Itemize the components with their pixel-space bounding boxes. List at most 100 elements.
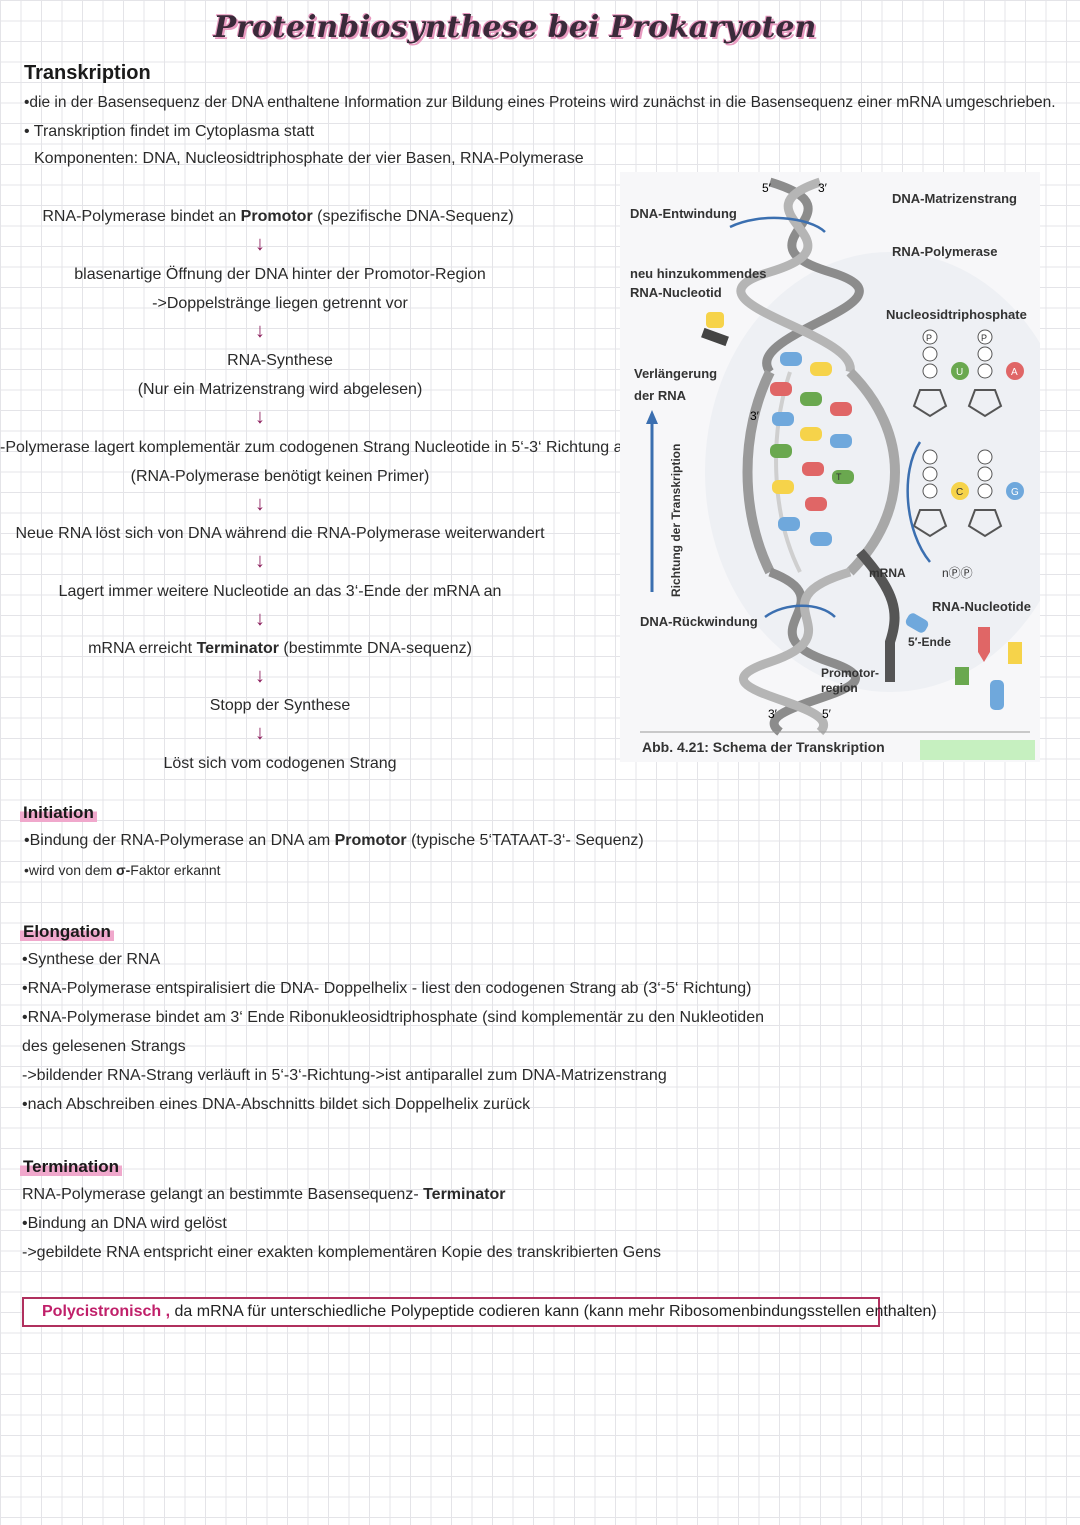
label-neu-1: neu hinzukommendes — [630, 266, 767, 281]
flow-arrow-4: ↓ — [255, 493, 265, 515]
flow-step-3b: (Nur ein Matrizenstrang wird abgelesen) — [137, 381, 423, 398]
base-a-4 — [805, 497, 827, 511]
letter-u: U — [956, 367, 963, 378]
label-verlaengerung-2: der RNA — [634, 388, 687, 403]
elongation-line-3: •RNA-Polymerase bindet am 3‘ Ende Ribonu… — [22, 1009, 764, 1026]
label-matrizenstrang: DNA-Matrizenstrang — [892, 191, 1017, 206]
termination-line-3: ->gebildete RNA entspricht einer exakten… — [22, 1244, 662, 1261]
label-5-top: 5′ — [762, 181, 772, 195]
elongation-line-1: •Synthese der RNA — [22, 951, 161, 968]
dna-codogen-strand — [742, 369, 775, 575]
base-c-2 — [800, 427, 822, 441]
dna-strand-top-2 — [736, 177, 855, 374]
flow-step-5: Neue RNA löst sich von DNA während die R… — [15, 525, 545, 542]
flow-arrow-5: ↓ — [255, 550, 265, 572]
base-g-ntp — [1006, 482, 1024, 500]
label-promotor-1: Promotor- — [821, 666, 879, 680]
unwinding-arrow — [729, 216, 826, 233]
transkription-line-1: •die in der Basensequenz der DNA enthalt… — [24, 94, 1056, 111]
sugar-2 — [967, 389, 1003, 418]
base-u-2 — [770, 444, 792, 458]
label-5-ende: 5′-Ende — [908, 635, 951, 649]
flow-arrow-7: ↓ — [255, 665, 265, 687]
nucleoside-triphosphates — [912, 329, 1024, 538]
label-npp: nⓅⓅ — [942, 566, 973, 580]
base-u-ntp — [951, 362, 969, 380]
label-3-bottom: 3′ — [768, 707, 778, 721]
flow-arrow-8: ↓ — [255, 722, 265, 744]
initiation-line-2: •wird von dem σ-Faktor erkannt — [24, 862, 221, 878]
elongation-line-6: •nach Abschreiben eines DNA-Abschnitts b… — [22, 1096, 531, 1113]
base-a-1 — [770, 382, 792, 396]
polycistronisch-note: Polycistronisch , da mRNA für unterschie… — [22, 1297, 937, 1327]
base-c-3 — [772, 480, 794, 494]
sugar-4 — [967, 509, 1003, 538]
flow-step-2a: blasenartige Öffnung der DNA hinter der … — [74, 266, 486, 283]
base-u-1 — [800, 392, 822, 406]
base-g-2 — [772, 412, 794, 426]
new-nucleotide-base — [701, 327, 729, 347]
phosphate-4a — [977, 449, 993, 465]
elongation-heading: Elongation — [20, 922, 114, 942]
phosphate-2a — [977, 329, 993, 345]
termination-line-1: RNA-Polymerase gelangt an bestimmte Base… — [22, 1186, 506, 1203]
flow-arrow-2: ↓ — [255, 320, 265, 342]
transkription-line-3: Komponenten: DNA, Nucleosidtriphosphate … — [34, 150, 584, 167]
base-c-1 — [810, 362, 832, 376]
transcription-diagram: 5′ 3′ DNA-Entwindung DNA-Matrizenstrang … — [620, 172, 1075, 762]
label-entwindung: DNA-Entwindung — [630, 206, 737, 221]
rewinding-arrow — [764, 604, 836, 619]
label-mrna: mRNA — [869, 566, 906, 580]
base-g-4 — [778, 517, 800, 531]
label-neu-2: RNA-Nucleotid — [630, 285, 722, 300]
label-3-top: 3′ — [818, 181, 828, 195]
rna-nucleotide-g — [905, 613, 929, 633]
initiation-line-1: •Bindung der RNA-Polymerase an DNA am Pr… — [24, 832, 644, 849]
letter-a: A — [1011, 367, 1018, 378]
phosphate-3c — [922, 483, 938, 499]
sugar-3 — [912, 509, 948, 538]
elongation-line-2: •RNA-Polymerase entspiralisiert die DNA-… — [22, 980, 752, 997]
phosphate-3a — [922, 449, 938, 465]
base-g-3 — [830, 434, 852, 448]
initiation-heading: Initiation — [20, 803, 97, 823]
base-a-3 — [802, 462, 824, 476]
phosphate-2c — [977, 363, 993, 379]
direction-arrowhead — [646, 410, 658, 424]
figure-caption: Abb. 4.21: Schema der Transkription — [642, 739, 885, 755]
sugar-1 — [912, 389, 948, 418]
letter-p-2: P — [981, 333, 987, 343]
phosphate-1a — [922, 329, 938, 345]
label-nucleosidtriphosphate: Nucleosidtriphosphate — [886, 307, 1027, 322]
flow-step-4b: (RNA-Polymerase benötigt keinen Primer) — [130, 468, 430, 485]
label-5-bottom: 5′ — [822, 707, 832, 721]
flow-step-6: Lagert immer weitere Nucleotide an das 3… — [58, 583, 502, 600]
flow-step-3a: RNA-Synthese — [227, 352, 333, 369]
letter-t: T — [836, 472, 842, 482]
base-a-ntp — [1006, 362, 1024, 380]
flow-arrow-6: ↓ — [255, 608, 265, 630]
page-title: Proteinbiosynthese bei Prokaryoten — [213, 10, 817, 45]
transkription-heading: Transkription — [24, 62, 151, 84]
new-nucleotide-icon — [706, 312, 724, 328]
letter-g: G — [1011, 487, 1019, 498]
flow-arrow-1: ↓ — [255, 233, 265, 255]
base-g-5 — [810, 532, 832, 546]
letter-p-1: P — [926, 333, 932, 343]
transcription-figure: 5′ 3′ DNA-Entwindung DNA-Matrizenstrang … — [620, 172, 1075, 762]
elongation-line-4: des gelesenen Strangs — [22, 1038, 186, 1055]
base-c-ntp — [951, 482, 969, 500]
phosphate-3b — [922, 466, 938, 482]
base-pairs — [770, 352, 854, 546]
phosphate-1c — [922, 363, 938, 379]
phosphate-4b — [977, 466, 993, 482]
rna-nucleotide-u — [955, 667, 969, 685]
mrna-strand — [856, 548, 900, 682]
transkription-line-2: • Transkription findet im Cytoplasma sta… — [24, 123, 315, 140]
termination-heading: Termination — [20, 1157, 123, 1177]
flow-step-4a: -Polymerase lagert komplementär zum codo… — [0, 439, 632, 456]
label-rna-polymerase: RNA-Polymerase — [892, 244, 998, 259]
base-t-1 — [832, 470, 854, 484]
label-richtung: Richtung der Transkription — [669, 444, 683, 597]
flow-step-1: RNA-Polymerase bindet an Promotor (spezi… — [42, 208, 514, 225]
